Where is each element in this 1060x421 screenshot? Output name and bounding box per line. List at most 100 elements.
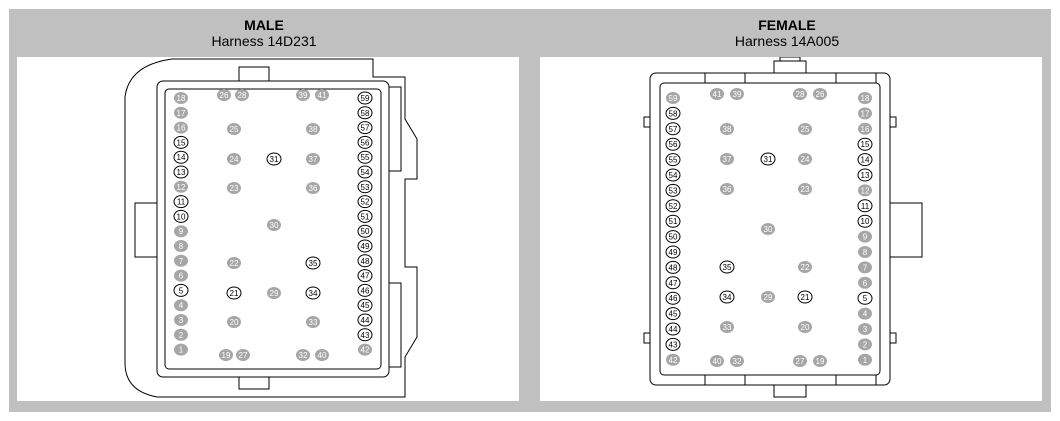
female-pin-28-label: 28 [796, 90, 805, 99]
female-pin-50: 50 [665, 230, 681, 244]
male-pin-26-label: 26 [220, 91, 229, 100]
female-pin-58: 58 [665, 106, 681, 120]
male-pin-39: 39 [296, 89, 310, 101]
female-pin-22-label: 22 [801, 263, 810, 272]
male-pin-20: 20 [227, 316, 241, 328]
male-pin-20-marker [227, 316, 241, 328]
male-pin-15-marker [173, 135, 189, 149]
female-pin-26: 26 [813, 88, 827, 100]
male-pin-57-marker [357, 121, 373, 135]
male-pin-47-marker [357, 269, 373, 283]
male-pin-53-label: 53 [361, 183, 370, 192]
male-pin-39-label: 39 [299, 91, 308, 100]
female-pin-42-label: 42 [669, 356, 678, 365]
male-pin-27: 27 [236, 349, 250, 361]
female-pin-16-marker [858, 122, 872, 135]
male-pin-12-marker [174, 180, 188, 193]
female-pin-36: 36 [720, 183, 734, 195]
female-pin-21: 21 [797, 290, 813, 304]
female-pin-44-label: 44 [669, 325, 678, 334]
female-pin-24: 24 [798, 153, 812, 165]
female-pin-19: 19 [813, 355, 827, 367]
male-pin-1-label: 1 [179, 346, 184, 355]
female-pin-25-label: 25 [801, 125, 810, 134]
female-pin-41-label: 41 [713, 90, 722, 99]
male-pin-59: 59 [357, 91, 373, 105]
female-pin-11: 11 [857, 199, 873, 213]
female-pin-1-label: 1 [863, 356, 868, 365]
female-pin-47-marker [665, 276, 681, 290]
female-pin-33-label: 33 [723, 323, 732, 332]
male-pin-54-marker [357, 165, 373, 179]
male-pin-31-marker [266, 152, 282, 166]
female-pin-31-label: 31 [764, 155, 773, 164]
male-pin-40: 40 [315, 349, 329, 361]
male-pin-34-marker [305, 286, 321, 300]
female-pin-30-marker [761, 223, 775, 235]
female-pin-51-label: 51 [669, 217, 678, 226]
male-pin-24: 24 [227, 153, 241, 165]
male-pin-40-marker [315, 349, 329, 361]
male-pin-52: 52 [357, 195, 373, 209]
male-pin-28-label: 28 [238, 91, 247, 100]
female-pin-39-label: 39 [733, 90, 742, 99]
male-pin-24-marker [227, 153, 241, 165]
male-pin-56-marker [357, 135, 373, 149]
male-pin-2-marker [174, 328, 188, 341]
female-pin-17: 17 [858, 107, 872, 120]
female-pin-47: 47 [665, 276, 681, 290]
female-pin-38: 38 [720, 123, 734, 135]
female-pin-26-label: 26 [816, 90, 825, 99]
female-pin-58-label: 58 [669, 109, 678, 118]
male-pin-46-label: 46 [361, 286, 370, 295]
female-pin-38-label: 38 [723, 125, 732, 134]
male-pin-21: 21 [226, 286, 242, 300]
male-pin-51-marker [357, 209, 373, 223]
female-pin-31: 31 [760, 152, 776, 166]
female-pin-9-label: 9 [863, 233, 868, 242]
female-pin-14-marker [857, 153, 873, 167]
female-pin-42: 42 [666, 353, 680, 366]
male-pin-32: 32 [296, 349, 310, 361]
female-pin-51: 51 [665, 214, 681, 228]
female-pin-46-label: 46 [669, 294, 678, 303]
male-pin-47: 47 [357, 269, 373, 283]
male-pin-30: 30 [267, 219, 281, 231]
female-pin-50-marker [665, 230, 681, 244]
male-pin-14-marker [173, 150, 189, 164]
male-pin-47-label: 47 [361, 272, 370, 281]
female-pin-55-marker [665, 153, 681, 167]
female-pin-41-marker [710, 88, 724, 100]
female-pin-37: 37 [720, 153, 734, 165]
female-pin-6-label: 6 [863, 279, 868, 288]
female-pin-9: 9 [858, 230, 872, 243]
female-pin-16-label: 16 [861, 125, 870, 134]
female-pin-58-marker [665, 106, 681, 120]
female-pin-40-label: 40 [713, 357, 722, 366]
female-pin-8-marker [858, 246, 872, 258]
female-pin-2-marker [858, 338, 872, 351]
female-pin-29: 29 [761, 291, 775, 303]
female-pin-22-marker [798, 261, 812, 273]
male-pin-38: 38 [306, 123, 320, 135]
male-pin-50-marker [357, 224, 373, 238]
female-pin-57: 57 [665, 122, 681, 136]
male-pin-5-marker [173, 283, 189, 297]
male-pin-45-marker [357, 298, 373, 312]
male-pin-25: 25 [227, 123, 241, 135]
female-pin-38-marker [720, 123, 734, 135]
male-pin-32-label: 32 [299, 351, 308, 360]
male-pin-11: 11 [173, 195, 189, 209]
male-pin-46: 46 [357, 283, 373, 297]
female-pin-41: 41 [710, 88, 724, 100]
male-pin-10-marker [173, 209, 189, 223]
female-pin-34: 34 [719, 290, 735, 304]
female-pin-52-marker [665, 199, 681, 213]
female-pin-43: 43 [665, 337, 681, 351]
male-pin-58-marker [357, 106, 373, 120]
male-pin-52-label: 52 [361, 198, 370, 207]
male-pin-37: 37 [306, 153, 320, 165]
male-pin-53: 53 [357, 180, 373, 194]
male-pin-44: 44 [357, 313, 373, 327]
